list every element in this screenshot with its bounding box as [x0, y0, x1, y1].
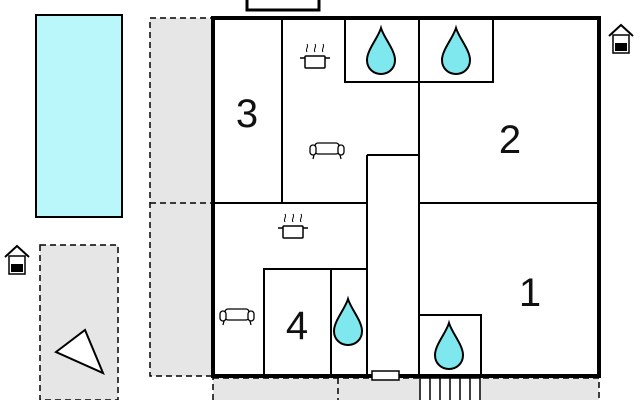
pool	[35, 14, 123, 218]
terrace-area	[149, 17, 213, 377]
room-label-2: 2	[499, 118, 521, 162]
room-label-1: 1	[519, 271, 541, 315]
entrance-stairs	[419, 377, 481, 400]
house-entrance-icon	[4, 245, 30, 275]
room-label-4: 4	[286, 304, 308, 348]
building-outline	[211, 16, 601, 378]
front-yard-area	[212, 377, 600, 400]
parking-area	[39, 244, 119, 400]
top-balcony	[245, 0, 321, 12]
house-entrance-icon	[608, 24, 634, 54]
entrance-door	[371, 370, 400, 381]
north-arrow-icon	[54, 328, 105, 375]
room-label-3: 3	[236, 92, 258, 136]
interior-walls	[213, 17, 599, 377]
